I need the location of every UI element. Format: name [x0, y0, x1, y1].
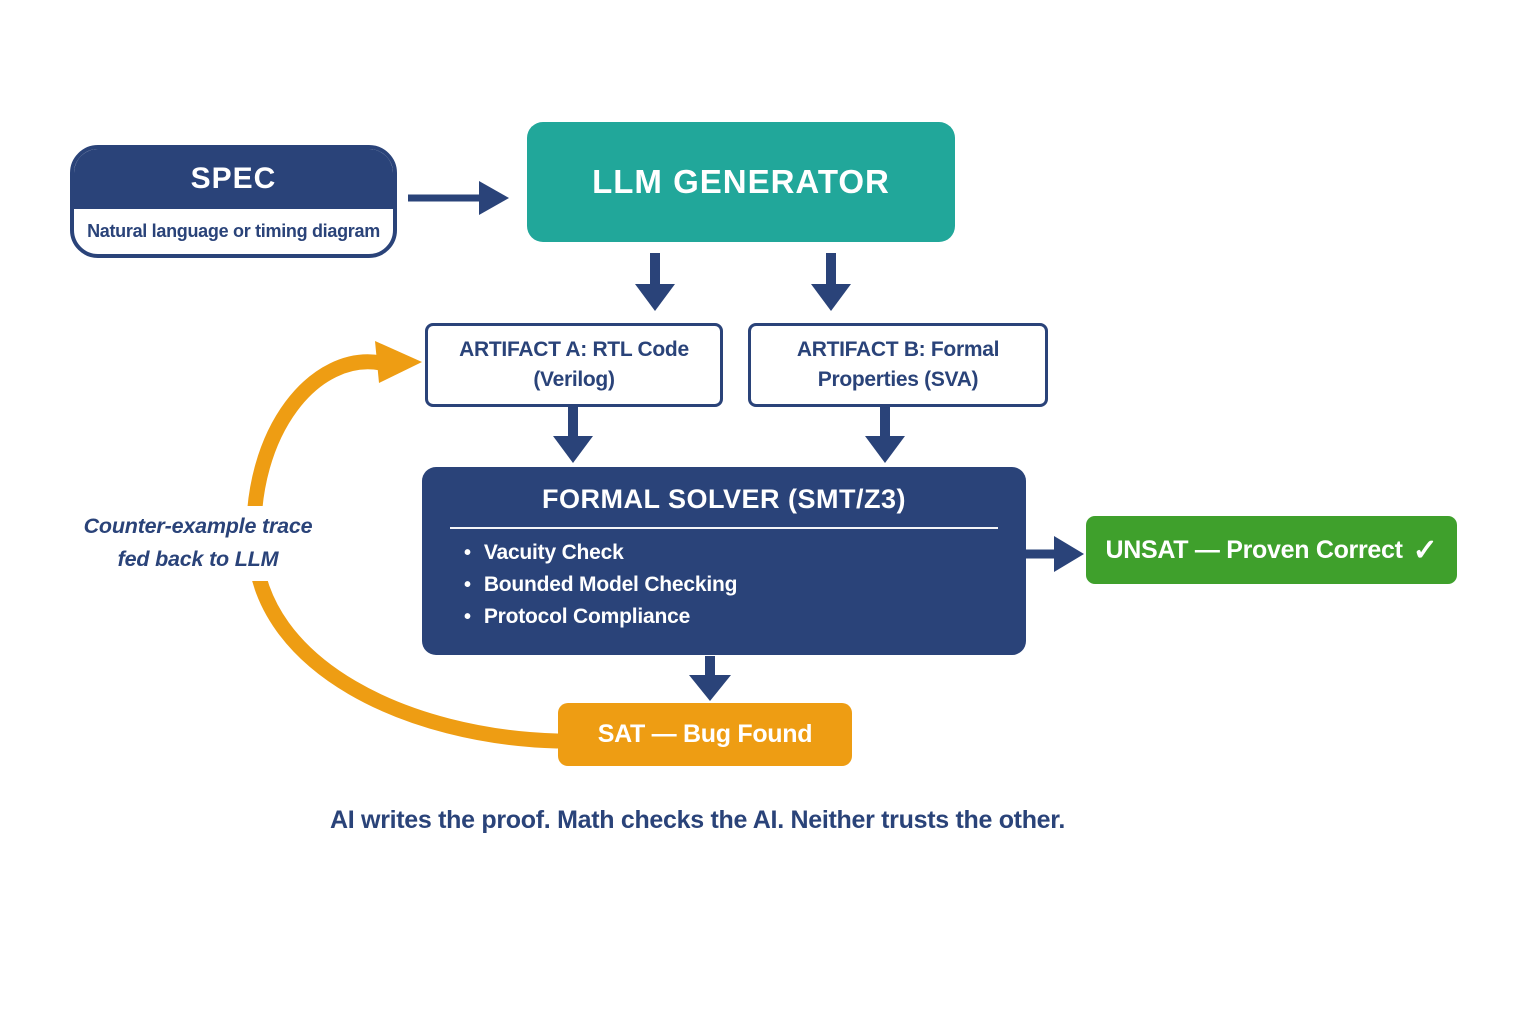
- formal-solver-title: FORMAL SOLVER (SMT/Z3): [542, 484, 906, 514]
- solver-bullet-label: Bounded Model Checking: [483, 573, 738, 596]
- bullet-icon: •: [464, 542, 471, 564]
- artifact-b-box: ARTIFACT B: Formal Properties (SVA): [748, 323, 1048, 407]
- solver-bullet-label: Vacuity Check: [483, 541, 624, 564]
- artifact-a-box: ARTIFACT A: RTL Code (Verilog): [425, 323, 723, 407]
- solver-bullet-label: Protocol Compliance: [483, 605, 691, 628]
- arrow-spec-to-llm: [408, 181, 509, 215]
- llm-generator-title: LLM GENERATOR: [592, 163, 890, 200]
- caption-text: AI writes the proof. Math checks the AI.…: [330, 806, 1065, 834]
- feedback-loop-label: Counter-example trace fed back to LLM: [68, 506, 328, 581]
- solver-divider: [450, 527, 998, 529]
- arrow-llm-to-artifact-a: [635, 253, 675, 311]
- checkmark-icon: ✓: [1412, 533, 1438, 567]
- unsat-result-box: UNSAT — Proven Correct ✓: [1086, 516, 1457, 584]
- llm-generator-box: LLM GENERATOR: [527, 122, 955, 242]
- formal-solver-box: FORMAL SOLVER (SMT/Z3) • Vacuity Check •…: [422, 467, 1026, 655]
- bullet-icon: •: [464, 574, 471, 596]
- bullet-icon: •: [464, 606, 471, 628]
- solver-bullet-item: • Protocol Compliance: [464, 605, 1026, 629]
- solver-bullet-item: • Bounded Model Checking: [464, 573, 1026, 597]
- spec-box: SPEC Natural language or timing diagram: [70, 145, 397, 258]
- artifact-b-label: ARTIFACT B: Formal Properties (SVA): [796, 337, 1000, 391]
- arrow-artifact-b-to-solver: [865, 407, 905, 463]
- arrow-artifact-a-to-solver: [553, 407, 593, 463]
- arrow-llm-to-artifact-b: [811, 253, 851, 311]
- spec-box-title: SPEC: [74, 149, 393, 209]
- sat-label: SAT — Bug Found: [597, 720, 813, 748]
- solver-bullet-item: • Vacuity Check: [464, 541, 1026, 565]
- artifact-a-label: ARTIFACT A: RTL Code (Verilog): [459, 337, 689, 391]
- unsat-label: UNSAT — Proven Correct: [1105, 535, 1403, 564]
- arrow-solver-to-unsat: [1026, 536, 1084, 572]
- arrow-solver-to-sat: [689, 656, 731, 701]
- sat-result-box: SAT — Bug Found: [558, 703, 852, 766]
- solver-bullet-list: • Vacuity Check • Bounded Model Checking…: [422, 541, 1026, 629]
- spec-box-subtitle: Natural language or timing diagram: [87, 220, 380, 241]
